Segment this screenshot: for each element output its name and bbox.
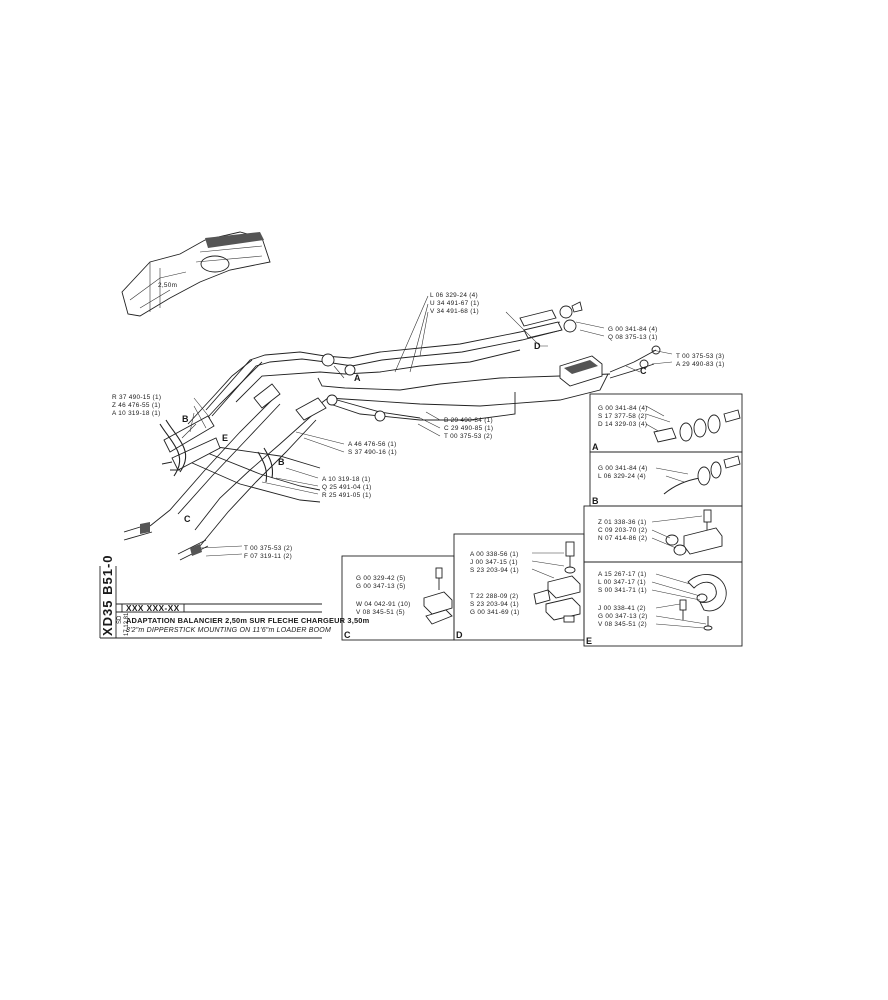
- detail-box-e-letter: E: [586, 636, 592, 646]
- title-block: XD35 B51-0 SD 17.12.81 XXX XXX-XX ADAPTA…: [99, 554, 370, 639]
- part-label: V 34 491-68 (1): [430, 308, 479, 315]
- detail-box-a-letter: A: [592, 442, 599, 452]
- detail-box-c-letter: C: [344, 630, 351, 640]
- part-label: C 09 203-70 (2): [598, 527, 647, 534]
- document-code: XD35 B51-0: [100, 554, 115, 636]
- callout-b-left: B: [182, 414, 189, 424]
- hydraulic-lines: [123, 301, 661, 561]
- detail-box-e: E Z 01 338-36 (1) C 09 203-70 (2) N 07 4…: [583, 505, 743, 647]
- part-label: B 29 490-84 (1): [444, 417, 493, 424]
- detail-box-a: A G 00 341-84 (4) S 17 377-58 (2) D 14 3…: [589, 393, 743, 453]
- callout-b-lower: B: [278, 457, 285, 467]
- part-label: V 08 345-51 (5): [356, 609, 405, 616]
- detail-box-c: C G 00 329-42 (5) G 00 347-13 (5) W 04 0…: [341, 555, 455, 641]
- part-label: U 34 491-67 (1): [430, 300, 479, 307]
- part-label: T 00 375-53 (2): [444, 433, 492, 440]
- detail-box-d-letter: D: [456, 630, 463, 640]
- part-label: Z 01 338-36 (1): [598, 519, 647, 526]
- detail-box-b-letter: B: [592, 496, 599, 506]
- excavator-thumbnail: 2,50m: [121, 231, 271, 317]
- part-label: G 00 347-13 (2): [598, 613, 648, 620]
- part-label: S 23 203-94 (1): [470, 567, 519, 574]
- part-label: D 14 329-03 (4): [598, 421, 647, 428]
- leader-lines: [181, 295, 673, 557]
- side-note-2: 17.12.81: [124, 612, 130, 636]
- part-label: T 22 288-09 (2): [470, 593, 518, 600]
- part-label: J 00 338-41 (2): [598, 605, 646, 612]
- part-label: G 00 341-84 (4): [608, 326, 658, 333]
- reference-code: XXX XXX-XX: [126, 604, 180, 613]
- part-label: N 07 414-86 (2): [598, 535, 647, 542]
- callout-e: E: [222, 433, 228, 443]
- part-label: A 10 319-18 (1): [112, 410, 161, 417]
- part-label: T 00 375-53 (3): [676, 353, 724, 360]
- diagram-callouts: A B B C C D E: [182, 341, 647, 524]
- part-label: V 08 345-51 (2): [598, 621, 647, 628]
- callout-c-right: C: [640, 366, 647, 376]
- callout-c-bottom: C: [184, 514, 191, 524]
- callout-a: A: [354, 373, 361, 383]
- part-label: Q 25 491-04 (1): [322, 484, 372, 491]
- part-label: T 00 375-53 (2): [244, 545, 292, 552]
- part-label: A 15 267-17 (1): [598, 571, 647, 578]
- part-label: L 06 329-24 (4): [430, 292, 478, 299]
- part-label: Z 46 476-55 (1): [112, 402, 161, 409]
- part-label: F 07 319-11 (2): [244, 553, 292, 560]
- part-label: G 00 329-42 (5): [356, 575, 406, 582]
- part-label: W 04 042-91 (10): [356, 601, 411, 608]
- part-label: Q 08 375-13 (1): [608, 334, 658, 341]
- part-label: S 23 203-94 (1): [470, 601, 519, 608]
- callout-d: D: [534, 341, 541, 351]
- side-note-1: SD: [117, 615, 123, 624]
- part-label: A 10 319-18 (1): [322, 476, 371, 483]
- part-label: G 00 347-13 (5): [356, 583, 406, 590]
- title-french: ADAPTATION BALANCIER 2,50m SUR FLECHE CH…: [126, 616, 370, 625]
- part-label: R 37 490-15 (1): [112, 394, 161, 401]
- detail-box-d: D A 00 338-56 (1) J 00 347-15 (1) S 23 2…: [453, 533, 585, 641]
- part-label: A 46 476-56 (1): [348, 441, 397, 448]
- detail-box-b: B G 00 341-84 (4) L 06 329-24 (4): [589, 451, 743, 507]
- part-label: L 00 347-17 (1): [598, 579, 646, 586]
- part-label: S 37 490-16 (1): [348, 449, 397, 456]
- title-english: 8'2"m DIPPERSTICK MOUNTING ON 11'6"m LOA…: [126, 627, 331, 634]
- thumbnail-label: 2,50m: [158, 282, 177, 289]
- part-label: R 25 491-05 (1): [322, 492, 371, 499]
- main-part-labels: L 06 329-24 (4) U 34 491-67 (1) V 34 491…: [112, 292, 725, 560]
- part-label: S 00 341-71 (1): [598, 587, 647, 594]
- part-label: A 29 490-83 (1): [676, 361, 725, 368]
- part-label: S 17 377-58 (2): [598, 413, 647, 420]
- part-label: G 00 341-69 (1): [470, 609, 520, 616]
- part-label: A 00 338-56 (1): [470, 551, 519, 558]
- part-label: G 00 341-84 (4): [598, 405, 648, 412]
- part-label: G 00 341-84 (4): [598, 465, 648, 472]
- part-label: C 29 490-85 (1): [444, 425, 493, 432]
- part-label: J 00 347-15 (1): [470, 559, 518, 566]
- part-label: L 06 329-24 (4): [598, 473, 646, 480]
